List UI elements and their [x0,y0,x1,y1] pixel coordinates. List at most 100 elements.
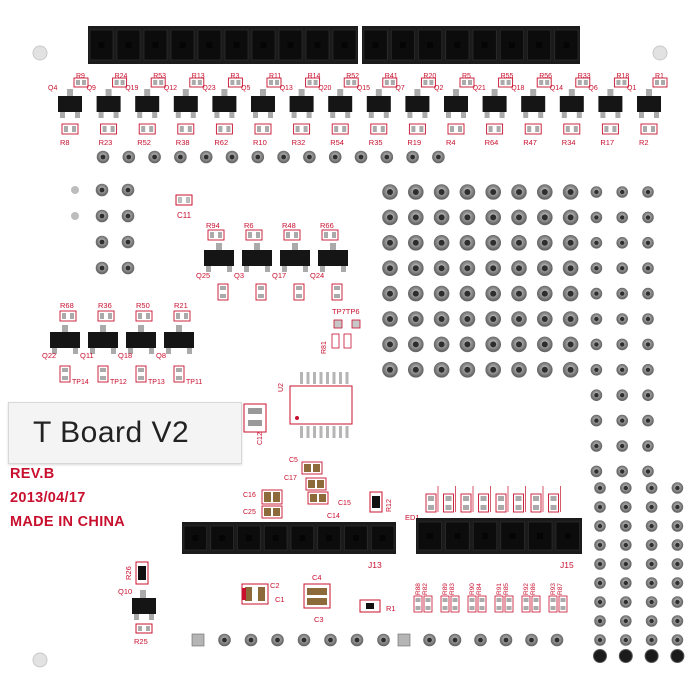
transistor-body [251,96,275,112]
testpoint-pad [351,319,361,329]
pad-hole [567,290,574,297]
transistor-pin [166,348,171,354]
resistor-footprint [494,595,504,613]
resistor-pad [523,598,529,602]
resistor-pad [334,286,340,290]
pad-hole [594,367,599,372]
pad-hole [645,215,651,220]
transistor-label: Q14 [550,85,563,92]
pad-hole [178,154,183,160]
transistor-label: Q20 [318,85,331,92]
transistor-label: Q3 [234,271,244,280]
resistor-pad [176,376,182,380]
resistor-pad [82,80,86,85]
resistor-label: R48 [282,221,296,230]
label-c1: C1 [275,595,285,604]
transistor-pin [306,112,312,118]
transistor-label: Q8 [156,351,166,360]
resistor-pad [479,606,485,610]
transistor-q10: R26 Q10 R25 [118,561,156,646]
resistor-pad [257,126,261,132]
transistor-body [126,332,156,348]
resistor-footprint [423,595,433,613]
resistor-pad [565,126,570,132]
resistor-pad [256,232,260,238]
header-pin-hole [372,42,379,48]
resistor-pad [533,505,539,510]
pad-hole [597,637,603,643]
transistor-pin [646,89,652,96]
transistor-pin [190,112,196,118]
resistor-pad [643,126,647,132]
resistor-pad [445,505,452,510]
pad-hole [620,367,625,372]
pad-hole [125,239,131,245]
resistor-pad [191,80,196,85]
resistor-label: R83 [449,583,456,595]
transistor-pin [227,266,232,272]
pad-hole [597,599,603,605]
resistor-footprint [447,123,465,135]
header-pin-hole [272,535,279,541]
transistor-body [212,96,237,112]
resistor-footprint [530,493,542,513]
pad-hole [387,341,393,348]
pad-hole [438,341,445,348]
pad-hole [541,290,548,297]
resistor-pad [64,126,68,132]
capacitor-body [319,494,326,502]
pad-hole [99,187,105,193]
header-pin-hole [508,42,515,48]
transistor-pin [137,112,143,118]
resistor-label: R52 [346,73,359,80]
pad-hole [567,265,574,272]
pad-hole [623,542,628,548]
resistor-label: R90 [469,583,476,595]
pad-hole [594,266,599,271]
resistor-pad [468,80,472,85]
capacitor-body [317,480,324,488]
transistor-pin [639,112,644,118]
pad-hole [620,443,625,449]
resistor-pad [114,80,119,85]
pad-hole [490,290,497,297]
resistor-footprint [59,310,77,322]
pad-hole [620,469,625,474]
chip-pin [306,426,310,438]
resistor-footprint [521,595,531,613]
resistor-footprint [382,77,398,88]
resistor-label: R94 [206,221,220,230]
pad-hole [203,154,209,160]
resistor-pad [230,80,235,85]
pad-hole [152,154,158,160]
resistor-label: R21 [174,301,188,310]
transistor-body [280,250,310,266]
pad-hole [675,580,680,586]
resistor-pad [100,376,106,380]
resistor-pad [138,368,144,372]
capacitor-body [264,492,271,502]
resistor-pad [307,80,312,85]
resistor-pad [294,232,298,238]
bottom-passives: C2 C1 C4 C3 R1 [241,573,396,624]
transistor-body [521,96,546,112]
board-label-sticker: T Board V2 [8,402,242,464]
resistor-pad [153,80,158,85]
header-pin-hole [314,42,321,48]
resistor-footprint [467,595,477,613]
pad-hole [649,561,654,567]
resistor-label: R68 [60,301,74,310]
transistor-pin [446,112,451,118]
transistor-label: Q15 [357,85,370,92]
resistor-pad [187,126,192,132]
resistor-pad [577,80,582,85]
square-pad [191,633,205,647]
transistor-label: Q6 [588,85,597,92]
resistor-footprint [370,123,388,135]
resistor-footprint [613,77,629,88]
pad-hole [541,189,548,195]
resistor-footprint [531,595,541,613]
pad-hole [516,290,522,297]
transistor-pin [128,348,133,354]
resistor-label: R52 [137,138,151,147]
